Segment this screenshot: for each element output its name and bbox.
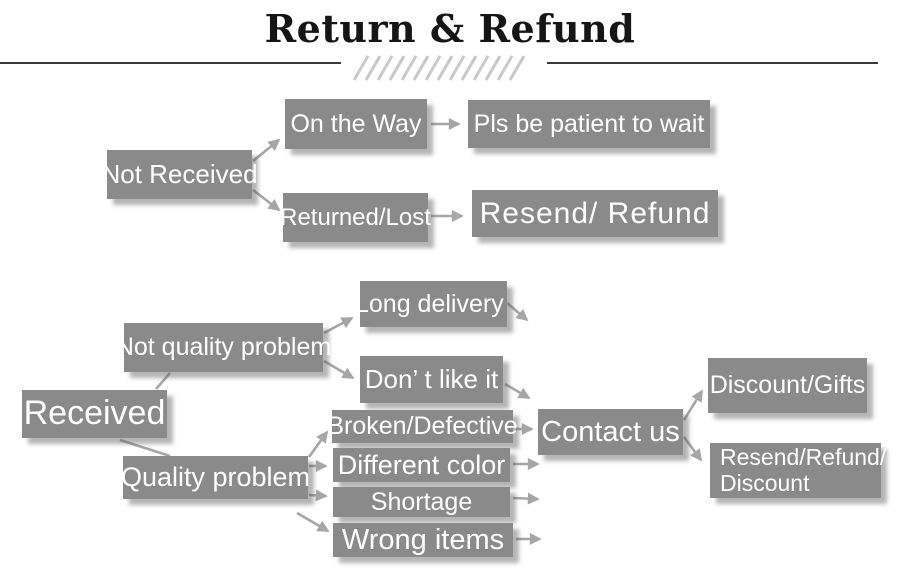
- divider-left-line: [0, 62, 341, 64]
- node-returned-lost: Returned/Lost: [280, 193, 431, 242]
- node-pls-be-patient: Pls be patient to wait: [468, 100, 710, 148]
- node-shortage: Shortage: [333, 487, 510, 517]
- node-broken-defective: Broken/Defective: [327, 410, 518, 443]
- divider-hatch-icon: [352, 55, 526, 81]
- node-different-color: Different color: [333, 448, 510, 482]
- node-on-the-way: On the Way: [285, 99, 427, 149]
- node-discount-gifts: Discount/Gifts: [708, 358, 867, 413]
- node-not-received: Not Received: [101, 150, 258, 199]
- node-received: Received: [22, 390, 167, 438]
- page-title: Return & Refund: [264, 6, 636, 51]
- node-wrong-items: Wrong items: [333, 523, 513, 557]
- node-resend-refund-discount: Resend/Refund/ Discount: [710, 443, 886, 498]
- node-contact-us: Contact us: [538, 409, 683, 455]
- node-dont-like-it: Don’ t like it: [360, 356, 503, 403]
- node-quality-problem: Quality problem: [121, 456, 310, 499]
- node-resend-refund: Resend/ Refund: [472, 190, 718, 237]
- divider-right-line: [547, 62, 878, 64]
- node-not-quality-problem: Not quality problem: [116, 323, 331, 372]
- node-long-delivery: Long delivery: [355, 281, 507, 327]
